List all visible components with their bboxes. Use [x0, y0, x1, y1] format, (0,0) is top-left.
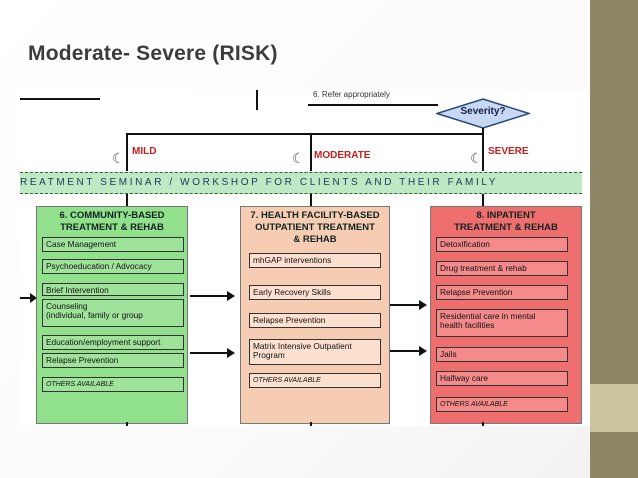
inpatient-title-line1: 8. INPATIENT — [476, 210, 536, 221]
inpatient-item: Jails — [436, 347, 568, 362]
moderate-hand-icon: ☾ — [292, 150, 305, 166]
top-mid-line — [308, 104, 438, 106]
health-facility-column-title: 7. HEALTH FACILITY-BASED OUTPATIENT TREA… — [241, 210, 389, 246]
community-item: Brief Intervention — [42, 283, 184, 296]
top-left-line — [20, 98, 100, 100]
community-item: Education/employment support — [42, 335, 184, 350]
counseling-line1: Counseling — [46, 301, 88, 311]
level-moderate: MODERATE — [314, 150, 371, 161]
inpatient-item: Detoxification — [436, 237, 568, 252]
matrix-line1: Matrix Intensive Outpatient — [253, 341, 352, 351]
col2-bottom-stub — [310, 422, 312, 426]
severity-down-line — [482, 128, 484, 134]
residential-line2: health facilities — [440, 320, 495, 330]
health-title-line2: OUTPATIENT TREATMENT — [255, 222, 375, 233]
top-left-stub — [256, 90, 258, 110]
community-counseling-item: Counseling (individual, family or group — [42, 299, 184, 327]
inpatient-column: 8. INPATIENT TREATMENT & REHAB Detoxific… — [430, 206, 582, 424]
level-severe: SEVERE — [488, 146, 529, 157]
matrix-line2: Program — [253, 350, 285, 360]
severity-decision: Severity? — [436, 98, 530, 129]
col2-to-col3-arrow-bottom — [390, 346, 427, 356]
community-item: Case Management — [42, 237, 184, 252]
treatment-flow-diagram: 6. Refer appropriately Severity? ☾ MILD … — [20, 90, 590, 426]
col3-bottom-stub — [482, 422, 484, 426]
health-item: Early Recovery Skills — [249, 285, 381, 300]
community-others-item: OTHERS AVAILABLE — [42, 377, 184, 392]
residential-line1: Residential care in mental — [440, 311, 536, 321]
health-title-line3: & REHAB — [293, 234, 337, 245]
side-decor-accent — [590, 384, 638, 432]
community-item: Relapse Prevention — [42, 353, 184, 368]
branch-moderate-line — [310, 133, 312, 171]
level-mild: MILD — [132, 146, 157, 157]
health-item: Relapse Prevention — [249, 313, 381, 328]
mild-hand-icon: ☾ — [112, 150, 125, 166]
inpatient-item: Halfway care — [436, 371, 568, 386]
health-item: mhGAP interventions — [249, 253, 381, 268]
col1-to-col2-arrow-bottom — [190, 348, 235, 358]
slide-title: Moderate- Severe (RISK) — [28, 42, 278, 65]
inpatient-residential-item: Residential care in mental health facili… — [436, 309, 568, 337]
branch-horizontal-line — [126, 133, 484, 135]
community-item: Psychoeducation / Advocacy — [42, 259, 184, 274]
inpatient-title-line2: TREATMENT & REHAB — [454, 222, 558, 233]
inpatient-others-item: OTHERS AVAILABLE — [436, 397, 568, 412]
branch-mild-line — [126, 133, 128, 171]
community-title-line1: 6. COMMUNITY-BASED — [59, 210, 165, 221]
inpatient-item: Relapse Prevention — [436, 285, 568, 300]
band-to-col1-line — [126, 194, 128, 206]
seminar-band-text: REATMENT SEMINAR / WORKSHOP FOR CLIENTS … — [20, 177, 499, 188]
community-column-title: 6. COMMUNITY-BASED TREATMENT & REHAB — [37, 210, 187, 234]
branch-severe-line — [482, 133, 484, 171]
left-entry-arrow — [20, 293, 37, 303]
band-to-col3-line — [482, 194, 484, 206]
community-based-column: 6. COMMUNITY-BASED TREATMENT & REHAB Cas… — [36, 206, 188, 424]
health-facility-column: 7. HEALTH FACILITY-BASED OUTPATIENT TREA… — [240, 206, 390, 424]
band-to-col2-line — [310, 194, 312, 206]
seminar-band: REATMENT SEMINAR / WORKSHOP FOR CLIENTS … — [20, 172, 582, 194]
refer-text: 6. Refer appropriately — [313, 90, 390, 99]
health-matrix-item: Matrix Intensive Outpatient Program — [249, 339, 381, 365]
health-title-line1: 7. HEALTH FACILITY-BASED — [250, 210, 380, 221]
col1-bottom-stub — [126, 422, 128, 426]
inpatient-column-title: 8. INPATIENT TREATMENT & REHAB — [431, 210, 581, 234]
severe-hand-icon: ☾ — [470, 150, 483, 166]
health-others-item: OTHERS AVAILABLE — [249, 373, 381, 388]
inpatient-item: Drug treatment & rehab — [436, 261, 568, 276]
col1-to-col2-arrow-top — [190, 291, 235, 301]
col2-to-col3-arrow-top — [390, 300, 427, 310]
severity-label: Severity? — [460, 106, 506, 117]
counseling-line2: (individual, family or group — [46, 310, 143, 320]
community-title-line2: TREATMENT & REHAB — [60, 222, 164, 233]
